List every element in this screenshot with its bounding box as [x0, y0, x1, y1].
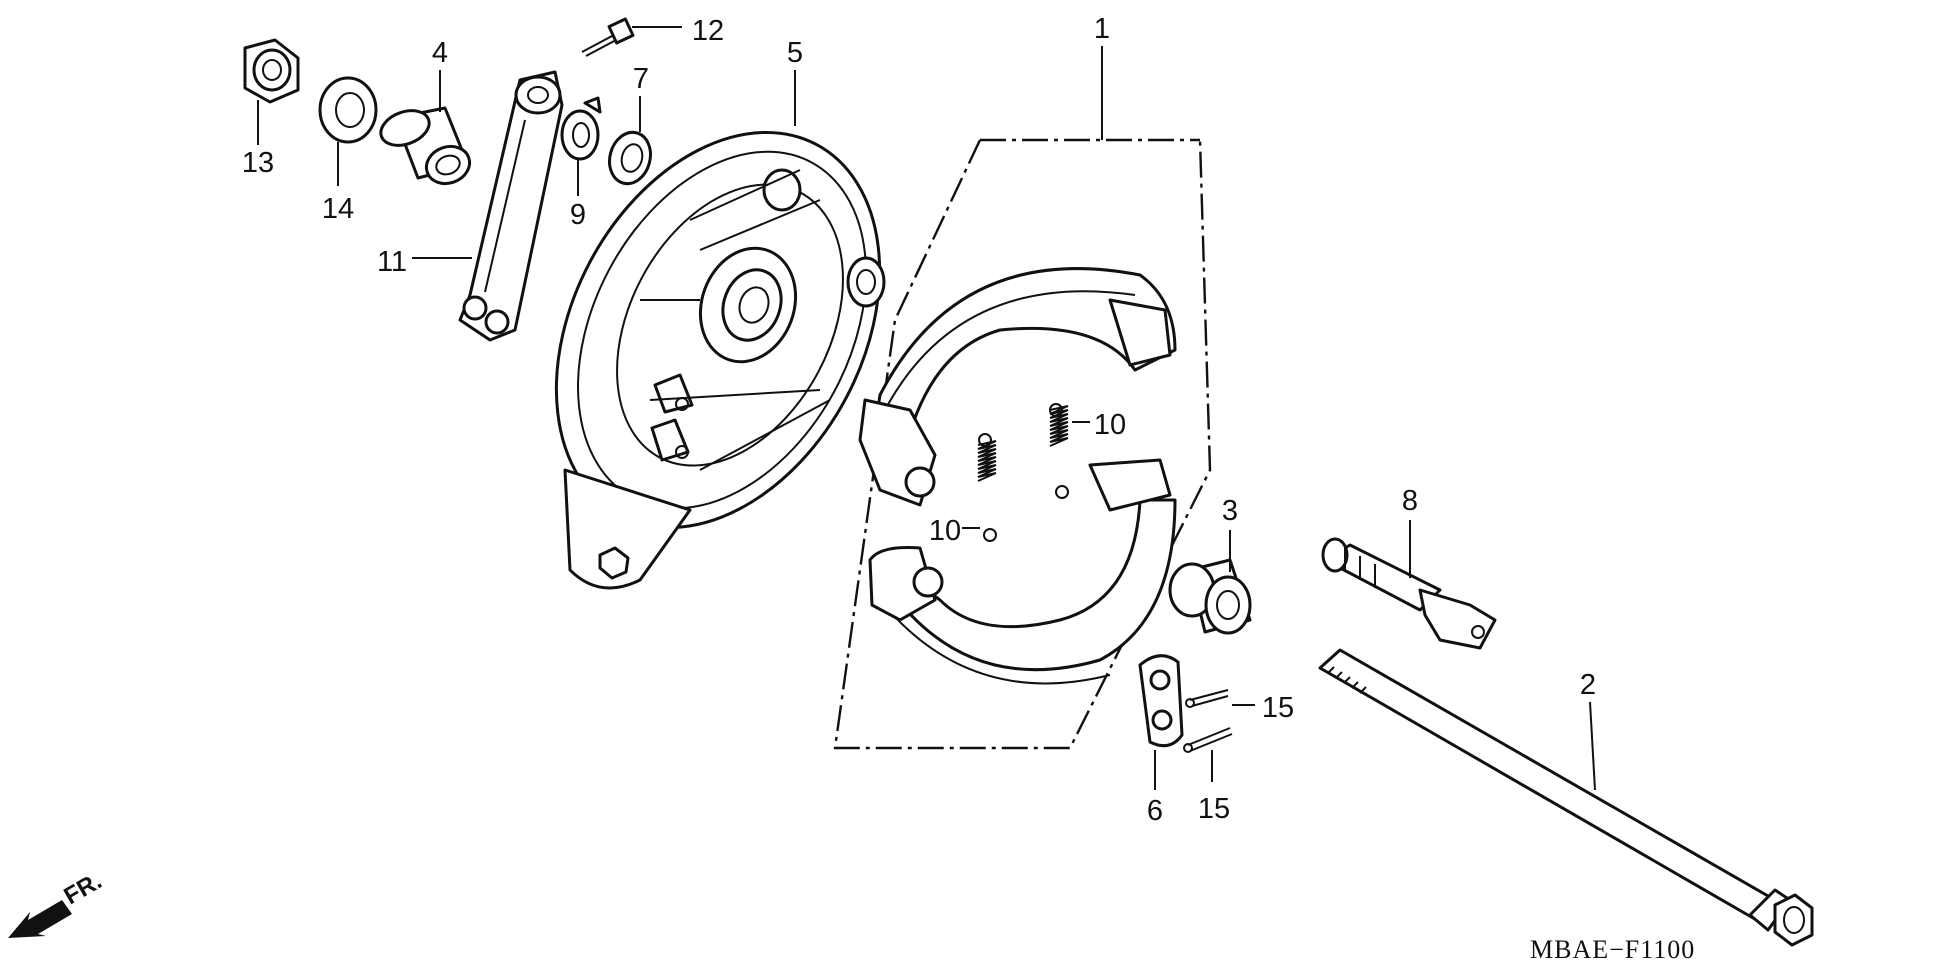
brake-cam	[1321, 537, 1497, 650]
brake-shoe-lower	[868, 458, 1177, 685]
leader-2	[1589, 701, 1596, 791]
callout-10a: 10	[1094, 409, 1126, 441]
callout-2: 2	[1580, 669, 1596, 701]
callout-9: 9	[570, 199, 586, 231]
callout-11: 11	[377, 246, 407, 278]
bolt	[581, 17, 635, 57]
anchor-plate	[1138, 654, 1184, 748]
callout-15b: 15	[1198, 793, 1230, 825]
callout-5: 5	[787, 37, 803, 69]
axle	[1318, 648, 1814, 947]
brake-arm	[458, 70, 564, 342]
figure-code: MBAE−F1100	[1530, 935, 1695, 964]
washer	[318, 76, 378, 144]
collar	[379, 106, 472, 186]
return-spring-left	[977, 433, 997, 542]
group-outline	[833, 139, 1212, 750]
return-spring-right	[1049, 403, 1069, 499]
callout-13: 13	[242, 147, 274, 179]
callout-14: 14	[322, 193, 354, 225]
brake-panel	[554, 130, 886, 590]
callout-1: 1	[1094, 13, 1110, 45]
front-direction-arrow-icon	[8, 900, 72, 938]
cotter-pin-upper	[1185, 689, 1229, 708]
direction-label: FR.	[60, 867, 107, 910]
callout-4: 4	[432, 37, 448, 69]
callout-10b: 10	[929, 515, 961, 547]
flange-nut	[243, 38, 300, 104]
callout-15a: 15	[1262, 692, 1294, 724]
spring-washer	[560, 96, 602, 161]
dust-seal	[608, 130, 652, 186]
callout-8: 8	[1402, 485, 1418, 517]
callout-3: 3	[1222, 495, 1238, 527]
brake-shoe-upper	[858, 267, 1177, 507]
callout-6: 6	[1147, 795, 1163, 827]
collar-right	[1168, 558, 1252, 635]
callout-7: 7	[633, 63, 649, 95]
cotter-pin-lower	[1183, 727, 1233, 753]
callout-12: 12	[692, 15, 724, 47]
